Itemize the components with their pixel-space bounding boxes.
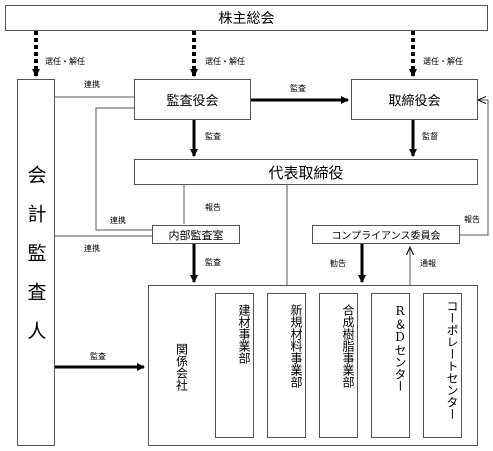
compliance-committee-box: コンプライアンス委員会: [312, 225, 460, 244]
audit-board-box: 監査役会: [134, 79, 251, 120]
report-compliance-path: [460, 100, 489, 236]
supervision-label: 監督: [422, 132, 438, 141]
board-of-directors-box: 取締役会: [351, 79, 478, 120]
corporate-center: コーポレートセンター: [423, 293, 462, 438]
cooperation-top-label: 連携: [84, 80, 100, 89]
cooperation-internal-path: [95, 107, 152, 231]
report-internal-label: 報告: [205, 203, 221, 212]
internal-audit-office-box: 内部監査室: [152, 225, 240, 244]
audit-accounting-label: 監査: [90, 352, 106, 361]
advice-label: 勧告: [330, 259, 346, 268]
appoint-audit-board-label: 選任・解任: [205, 57, 245, 66]
appoint-directors-label: 選任・解任: [423, 57, 463, 66]
affiliates-label: 関係会社: [174, 342, 189, 391]
building-materials-division: 建材事業部: [215, 293, 254, 438]
representative-director-box: 代表取締役: [134, 159, 478, 185]
audit-internal-label: 監査: [205, 258, 221, 267]
notice-label: 通報: [420, 259, 436, 268]
appoint-auditor-label: 選任・解任: [45, 57, 85, 66]
audit-to-rep-label: 監査: [205, 132, 221, 141]
synthetic-resin-division: 合成樹脂事業部: [319, 293, 358, 438]
shareholders-meeting-box: 株主総会: [5, 5, 488, 31]
rd-center: R＆Dセンター: [371, 293, 410, 438]
audit-board-to-directors-label: 監査: [290, 84, 306, 93]
accounting-auditor-box: 会計監査人: [17, 79, 55, 446]
report-compliance-label: 報告: [464, 215, 480, 224]
cooperation-auditor-label: 連携: [84, 244, 100, 253]
cooperation-internal-label: 連携: [110, 216, 126, 225]
new-materials-division: 新規材料事業部: [267, 293, 306, 438]
